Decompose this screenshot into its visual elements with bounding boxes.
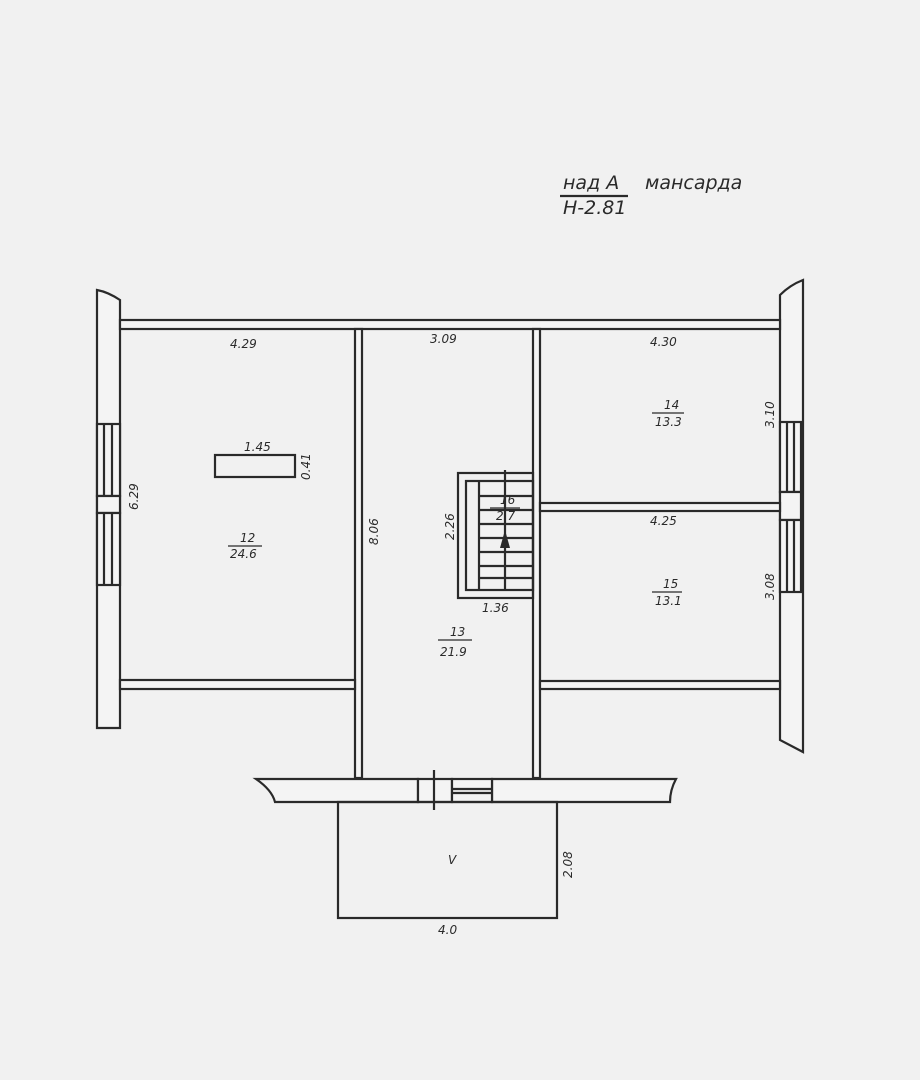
bottom-wall	[252, 770, 678, 810]
svg-text:21.9: 21.9	[440, 645, 467, 659]
left-wall	[95, 288, 122, 730]
room-12: 12 24.6	[228, 531, 262, 561]
fixture-depth: 0.41	[299, 453, 313, 480]
porch	[336, 800, 559, 920]
porch-height: 2.08	[561, 851, 575, 878]
left-window-bottom	[95, 511, 122, 587]
svg-text:13.3: 13.3	[655, 415, 682, 429]
right-wall	[778, 278, 805, 754]
dim-corridor: 8.06	[367, 518, 381, 545]
chimney-fixture	[213, 453, 297, 479]
staircase	[456, 470, 535, 600]
porch-label: V	[448, 853, 457, 867]
title-above: над А	[563, 172, 619, 194]
svg-text:2.7: 2.7	[496, 509, 515, 523]
wall-room15-bottom	[538, 679, 782, 691]
title-attic: мансарда	[645, 172, 742, 194]
dim-top-left: 4.29	[230, 337, 257, 351]
dim-room14-height: 3.10	[763, 401, 777, 428]
dim-top-right: 4.30	[650, 335, 677, 349]
svg-text:12: 12	[240, 531, 255, 545]
svg-text:13.1: 13.1	[655, 594, 682, 608]
dim-stair-height: 2.26	[443, 513, 457, 540]
dim-room15-height: 3.08	[763, 573, 777, 600]
wall-room14-15	[538, 501, 782, 513]
porch-width: 4.0	[438, 923, 457, 937]
fixture-width: 1.45	[244, 440, 271, 454]
dim-room15-width: 4.25	[650, 514, 677, 528]
room-16: 16 2.7	[490, 493, 520, 523]
svg-text:13: 13	[450, 625, 465, 639]
room-15: 15 13.1	[652, 577, 682, 608]
title-height: Н-2.81	[563, 197, 626, 219]
wall-room12-bottom	[118, 678, 357, 691]
svg-text:14: 14	[664, 398, 679, 412]
svg-text:16: 16	[500, 493, 516, 507]
stair-arrow-icon	[500, 530, 510, 548]
svg-text:15: 15	[663, 577, 678, 591]
dim-stair-width: 1.36	[482, 601, 509, 615]
room-14: 14 13.3	[652, 398, 684, 429]
dim-left-height: 6.29	[127, 483, 141, 510]
room-13: 13 21.9	[438, 625, 472, 659]
dim-top-mid: 3.09	[430, 332, 457, 346]
svg-text:24.6: 24.6	[230, 547, 257, 561]
right-window-bottom	[778, 518, 803, 594]
partition-left	[353, 327, 364, 780]
left-window-top	[95, 422, 122, 498]
top-wall	[118, 318, 782, 331]
right-window-top	[778, 420, 803, 494]
